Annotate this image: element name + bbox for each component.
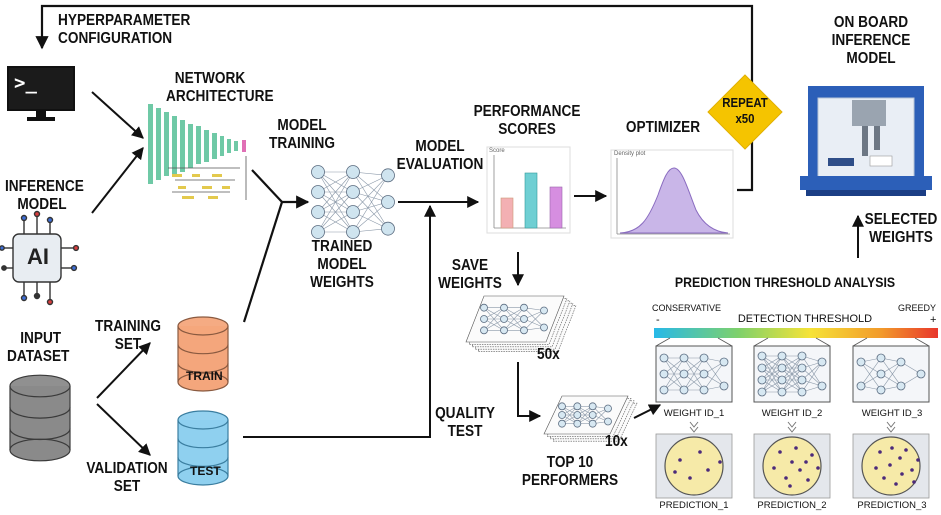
ai-chip-icon [0,210,80,306]
label-greedy: GREEDY [898,303,937,313]
label-weight-id-1: WEIGHT ID_1 [663,408,725,419]
train-database-icon [177,316,229,392]
label-prediction-3: PREDICTION_3 [857,500,927,511]
label-weight-id-3: WEIGHT ID_3 [861,408,923,419]
score-bar-chart-icon [486,146,571,234]
network-architecture-graphic [148,104,247,200]
label-conservative: CONSERVATIVE [652,303,722,313]
label-prediction-2: PREDICTION_2 [757,500,827,511]
database-icon [9,374,71,462]
score-chart-label: Score [489,148,505,154]
label-minus: - [656,314,660,326]
quality-test-arrow [517,362,542,422]
ai-chip-label: AI [27,244,49,269]
label-detection-threshold: DETECTION THRESHOLD [737,313,873,325]
merge-arrows [242,169,310,323]
to-threshold-arrow [633,404,662,419]
label-prediction-threshold-analysis: PREDICTION THRESHOLD ANALYSIS [674,274,896,290]
repeat-diamond [707,74,783,150]
test-database-icon [177,410,229,486]
label-optimizer: OPTIMIZER [625,119,701,136]
label-plus: + [930,314,937,326]
density-plot-label: Density plot [614,151,646,157]
feedback-loop-arrow [35,4,754,192]
input-arrows [91,91,144,214]
label-count-10: 10x [605,433,628,450]
label-prediction-1: PREDICTION_1 [659,500,729,511]
terminal-prompt: >_ [14,72,37,94]
evaluation-arrows [243,196,480,438]
threshold-gradient-bar [654,328,938,338]
label-count-50: 50x [537,346,560,363]
weights-stack-50 [465,295,577,352]
train-db-label: TRAIN [186,369,223,383]
neural-network-icon [311,165,395,239]
terminal-icon [7,66,75,121]
threshold-weight-boxes [655,337,930,499]
printer-robot-icon [800,86,932,196]
label-weight-id-2: WEIGHT ID_2 [761,408,823,419]
weights-stack-10 [543,395,638,442]
density-plot-icon [610,149,734,239]
test-db-label: TEST [190,464,221,478]
split-arrows [96,342,151,456]
